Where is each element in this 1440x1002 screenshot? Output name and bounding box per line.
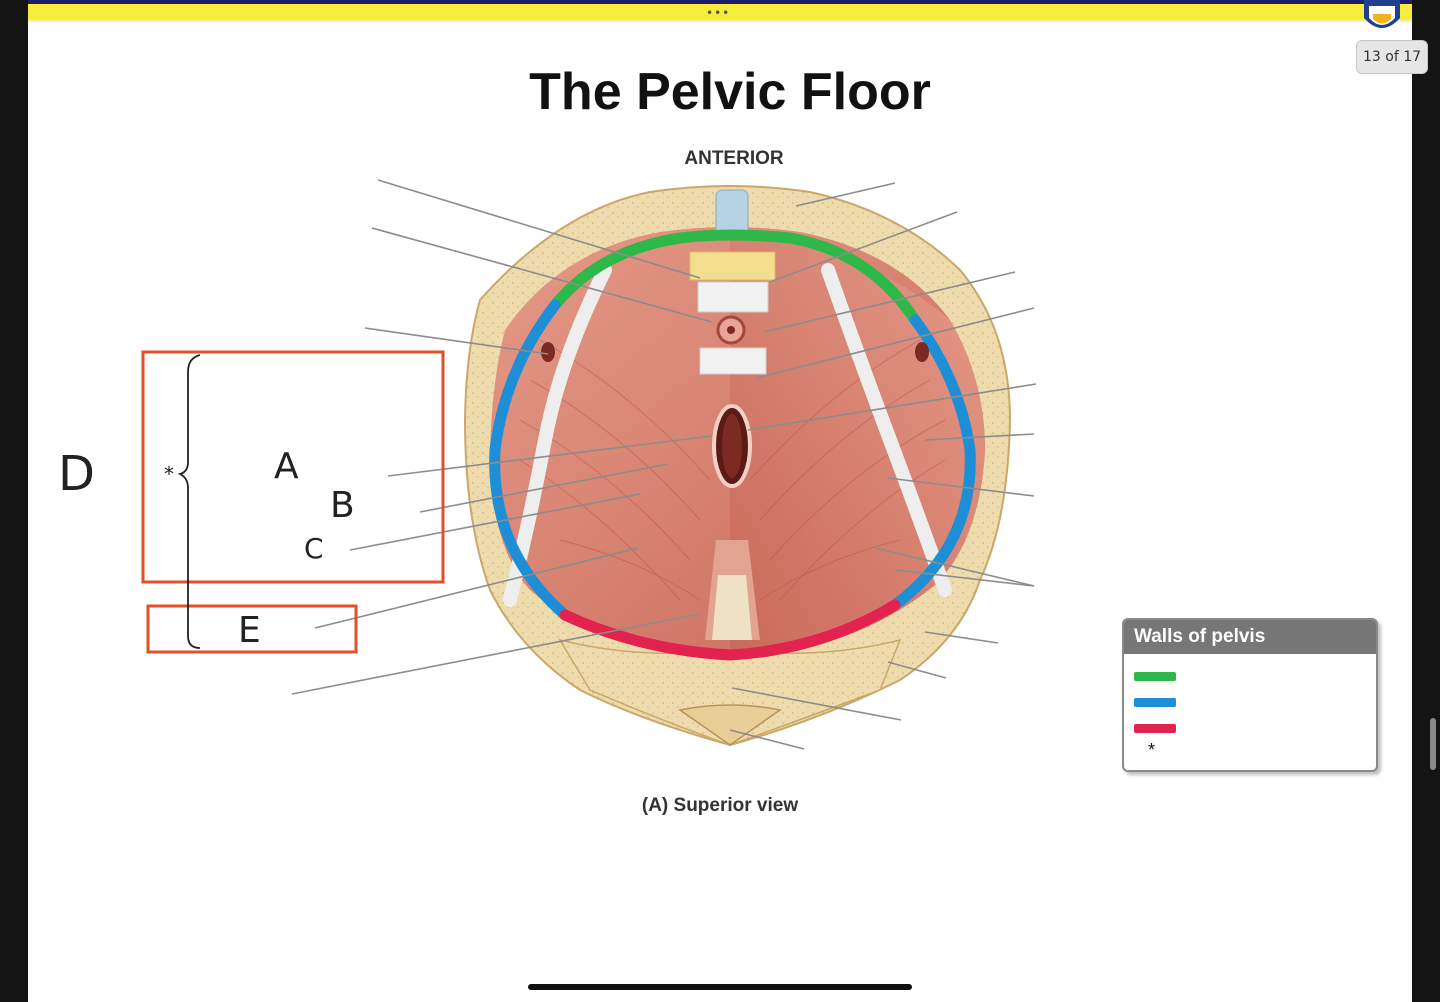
annotation-letter-b: B: [330, 485, 355, 526]
annotation-box-small: [146, 604, 358, 654]
annotation-letter-d: D: [58, 446, 95, 502]
pubic-ligament: [689, 251, 776, 281]
slide-title: The Pelvic Floor: [529, 63, 931, 121]
annotation-box-large: [141, 350, 445, 584]
school-crest-icon: [1364, 0, 1400, 28]
annotation-star: *: [164, 462, 174, 486]
leader-lines: [291, 179, 1037, 750]
page-counter[interactable]: 13 of 17: [1356, 40, 1428, 74]
legend-swatch-green: [1134, 672, 1176, 681]
lateral-wall-blue-left: [489, 299, 571, 621]
handwritten-brace: [177, 354, 201, 649]
top-status-bar: [28, 0, 1412, 22]
legend-star: *: [1148, 740, 1156, 760]
annotation-letter-c: C: [304, 532, 324, 565]
tendinous-arch-right: [821, 263, 952, 597]
posterior-wall-red: [559, 599, 901, 661]
legend-swatch-blue: [1134, 698, 1176, 707]
home-indicator[interactable]: [528, 984, 912, 990]
tendinous-arch-left: [503, 263, 612, 607]
anterior-wall-green: [549, 229, 921, 326]
walls-of-pelvis-legend: Walls of pelvis *: [1122, 618, 1378, 772]
multitask-dots-icon[interactable]: •••: [706, 6, 731, 20]
annotation-letter-a: A: [274, 446, 299, 487]
figure-caption: (A) Superior view: [641, 795, 799, 816]
annotation-letter-e: E: [238, 610, 261, 651]
legend-title: Walls of pelvis: [1124, 620, 1376, 654]
coccyx-shape: [678, 704, 782, 746]
lateral-wall-blue-right: [889, 314, 976, 611]
orientation-label: ANTERIOR: [684, 148, 784, 169]
scrollbar-handle[interactable]: [1430, 718, 1436, 770]
legend-swatch-red: [1134, 724, 1176, 733]
